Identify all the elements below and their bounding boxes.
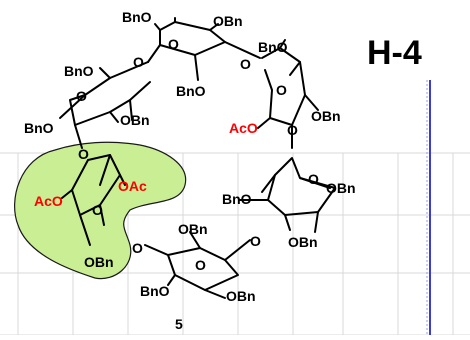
compound-number: 5 — [175, 316, 183, 332]
label-obn-left: OBn — [120, 112, 150, 128]
label-obn-right: OBn — [311, 108, 341, 124]
label-obn-lower-right-2: OBn — [288, 234, 318, 250]
label-bno-lower-right: BnO — [222, 191, 252, 207]
label-bno-top: BnO — [122, 9, 152, 25]
label-obn-lower-right: OBn — [326, 180, 356, 196]
ring-oxygens: O O O O O O O O O O O O — [76, 36, 319, 273]
substituent-labels: BnO OBn BnO BnO BnO BnO OBn AcO OBn OAc … — [24, 9, 356, 332]
ring-oxygen-label: O — [308, 171, 319, 187]
ring-oxygen-label: O — [76, 88, 87, 104]
label-aco-right: AcO — [229, 120, 258, 136]
ring-oxygen-label: O — [168, 36, 179, 52]
label-obn-highlight: OBn — [84, 254, 114, 270]
label-aco-highlight: AcO — [34, 193, 63, 209]
ring-oxygen-label: O — [250, 233, 261, 249]
ring-oxygen-label: O — [240, 56, 251, 72]
label-bno-upper-right: BnO — [258, 39, 288, 55]
label-bno-left: BnO — [24, 120, 54, 136]
ring-oxygen-label: O — [92, 202, 103, 218]
ring-oxygen-label: O — [132, 240, 143, 256]
label-bno-upper-left: BnO — [64, 63, 94, 79]
label-obn-top: OBn — [213, 13, 243, 29]
ring-oxygen-label: O — [195, 257, 206, 273]
proton-heading: H-4 — [367, 34, 422, 72]
ring-oxygen-label: O — [133, 54, 144, 70]
label-obn-bottom-mid: OBn — [178, 221, 208, 237]
label-obn-bottom: OBn — [226, 288, 256, 304]
ring-oxygen-label: O — [78, 146, 89, 162]
spectrum-trace — [426, 80, 431, 335]
ring-oxygen-label: O — [276, 82, 287, 98]
label-bno-mid: BnO — [176, 83, 206, 99]
label-bno-bottom: BnO — [140, 283, 170, 299]
bond-network — [59, 17, 336, 299]
ring-oxygen-label: O — [287, 122, 298, 138]
label-oac-highlight: OAc — [118, 178, 147, 194]
